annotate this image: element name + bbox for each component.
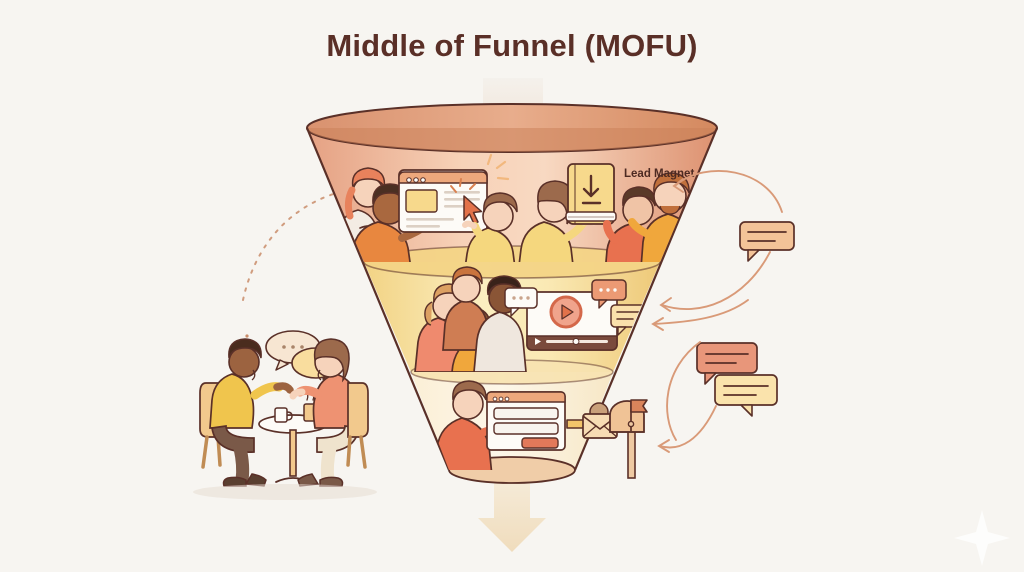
video-player-mockup <box>526 291 618 351</box>
lead-magnet-label: Lead Magnet <box>624 168 694 180</box>
bottom-outflow-arrow <box>478 470 546 552</box>
person-figure <box>517 180 598 262</box>
dotted-connector-path <box>242 191 341 301</box>
signup-form-mockup <box>486 391 566 451</box>
click-cursor-icon <box>450 178 483 225</box>
feedback-arrow-middle <box>659 251 771 312</box>
chat-bubble-mid-coral <box>696 342 758 385</box>
coffee-cup <box>274 407 293 423</box>
person-figure <box>289 338 360 487</box>
feedback-arrow-bottom <box>657 405 717 453</box>
mailbox-icon <box>609 399 648 479</box>
bottom-band-content <box>433 380 566 470</box>
feedback-arrow-upper <box>672 170 783 213</box>
chat-bubble-mid-yellow <box>714 374 778 417</box>
person-figure <box>462 192 518 262</box>
middle-band-content <box>414 266 648 372</box>
chat-bubble-top-right <box>739 221 795 262</box>
feedback-arrow-loop <box>666 341 701 441</box>
chair <box>346 382 369 469</box>
sparkle-decoration <box>954 510 1010 566</box>
feedback-arrow-lower <box>651 299 749 331</box>
lead-magnet-download-card <box>565 163 617 225</box>
download-arrow-icon <box>581 174 602 205</box>
page-title: Middle of Funnel (MOFU) <box>326 28 698 63</box>
cafe-conversation-scene <box>193 330 377 500</box>
chat-bubble-video-topright <box>591 279 627 309</box>
chat-bubble-video-left <box>504 287 538 317</box>
